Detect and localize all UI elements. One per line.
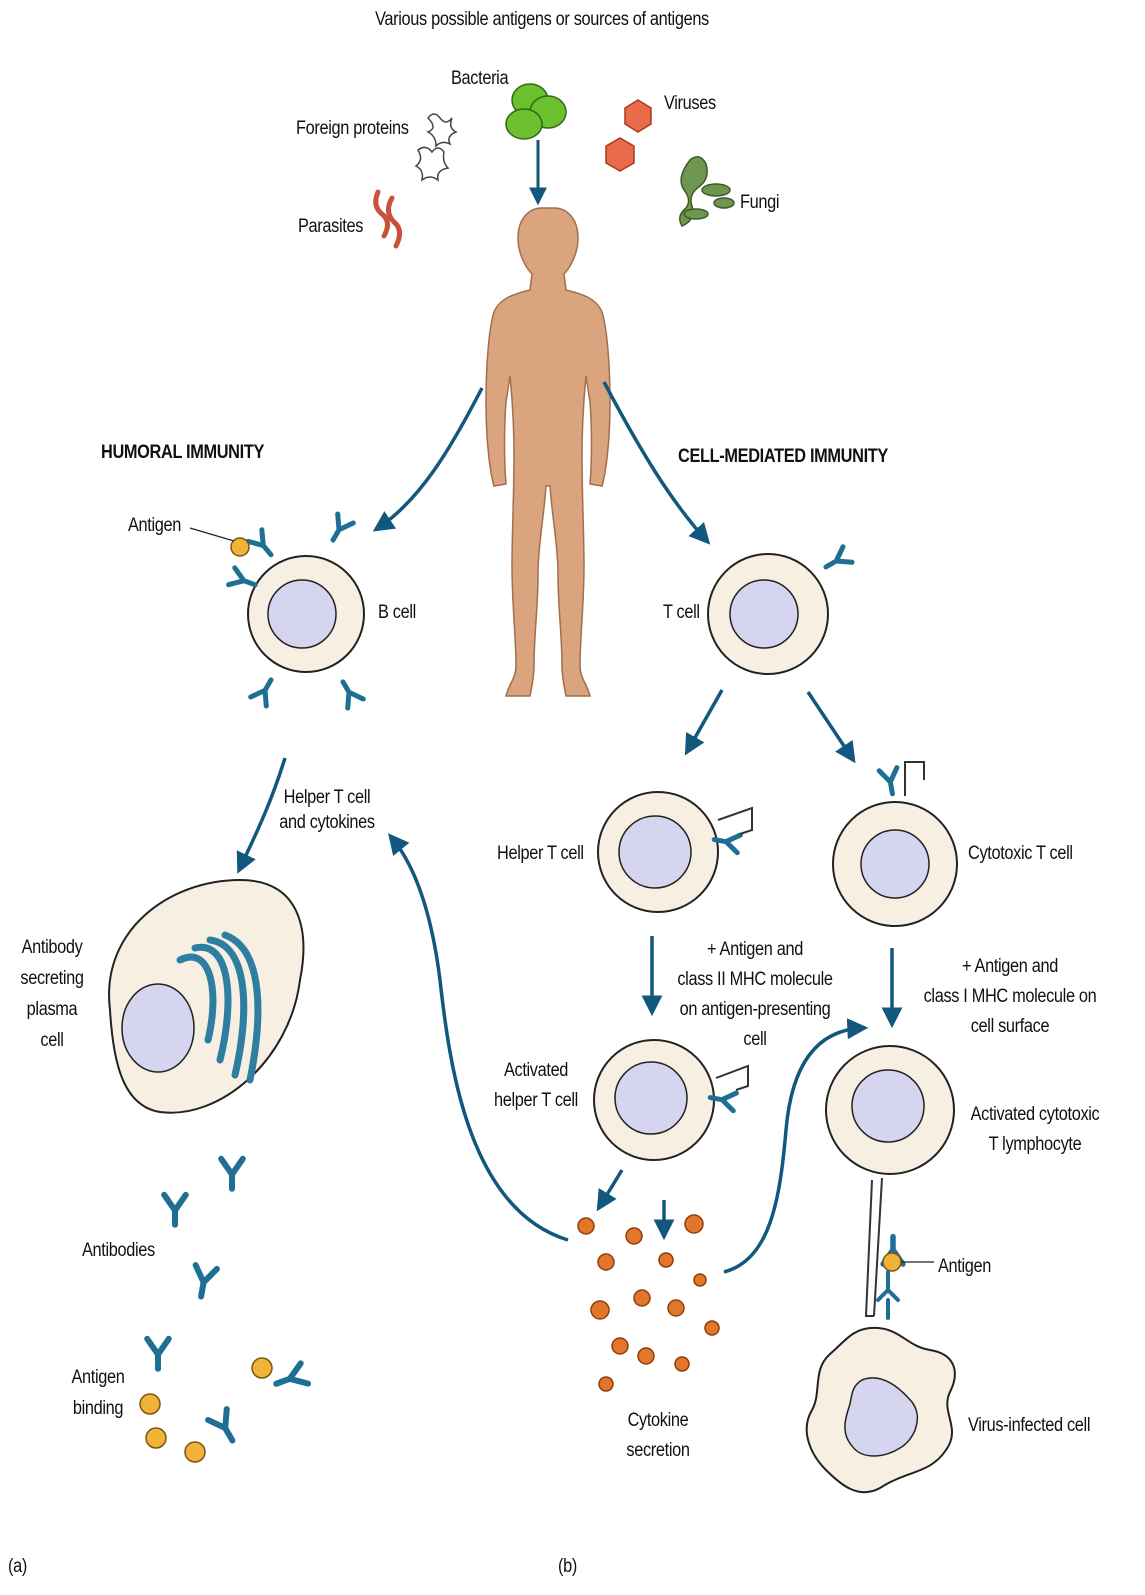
helper-t-cell — [598, 792, 752, 912]
mhc-class-ii-label: + Antigen and class II MHC molecule on a… — [669, 935, 841, 1055]
viruses-label: Viruses — [664, 91, 716, 116]
mhc-class-i-label: + Antigen and class I MHC molecule on ce… — [915, 952, 1104, 1042]
fungi-label: Fungi — [740, 190, 779, 215]
diagram-header: Various possible antigens or sources of … — [327, 7, 757, 32]
activated-cytotoxic-label: Activated cytotoxic T lymphocyte — [962, 1100, 1108, 1160]
activated-helper-t-cell — [594, 1040, 748, 1160]
plasma-cell — [109, 880, 303, 1113]
b-cell — [248, 556, 364, 672]
arrow-activated-to-cytokines-left — [600, 1170, 622, 1206]
helper-t-cell-label: Helper T cell — [497, 841, 584, 866]
parasites-label: Parasites — [298, 214, 363, 239]
antigen-label-humoral: Antigen — [128, 513, 181, 538]
antibodies-label: Antibodies — [82, 1238, 155, 1263]
free-antibodies — [147, 1159, 243, 1369]
antigen-pointer-line — [190, 528, 234, 541]
foreign-proteins-icon — [416, 114, 456, 180]
parasites-icon — [376, 192, 400, 246]
panel-b-label: (b) — [558, 1554, 577, 1579]
antigen-label-cell-mediated: Antigen — [938, 1254, 991, 1279]
activated-cytotoxic-t-lymphocyte — [826, 1046, 954, 1174]
mhc-antigen-complex — [866, 1178, 934, 1318]
arrow-t-to-cytotoxic — [808, 692, 852, 758]
virus-infected-cell-label: Virus-infected cell — [968, 1413, 1090, 1438]
viruses-icon — [606, 100, 651, 171]
t-cell-label: T cell — [663, 600, 700, 625]
bacteria-icon — [506, 84, 566, 139]
bacteria-label: Bacteria — [451, 66, 508, 91]
arrow-cytokines-to-b-cell — [392, 838, 568, 1240]
fungi-icon — [680, 157, 734, 226]
panel-a-label: (a) — [8, 1554, 27, 1579]
cytotoxic-t-cell-label: Cytotoxic T cell — [968, 841, 1073, 866]
cytokine-secretion-label: Cytokine secretion — [606, 1406, 709, 1466]
t-cell — [708, 547, 852, 674]
cytokine-particles — [578, 1215, 719, 1391]
cytotoxic-t-cell — [833, 762, 957, 926]
antigen-antibody-complexes — [140, 1358, 308, 1462]
arrow-body-to-b-cell — [378, 388, 482, 528]
activated-helper-t-label: Activated helper T cell — [484, 1056, 587, 1116]
plasma-cell-label: Antibody secreting plasma cell — [9, 932, 95, 1056]
foreign-proteins-label: Foreign proteins — [296, 116, 409, 141]
cell-mediated-immunity-title: CELL-MEDIATED IMMUNITY — [678, 444, 888, 469]
b-cell-label: B cell — [378, 600, 416, 625]
human-body-figure — [486, 208, 610, 696]
antigen-binding-label: Antigen binding — [55, 1362, 141, 1424]
humoral-immunity-title: HUMORAL IMMUNITY — [101, 440, 264, 465]
virus-infected-cell — [807, 1328, 955, 1492]
arrow-t-to-helper — [688, 690, 722, 750]
helper-cytokines-label: Helper T cell and cytokines — [271, 785, 383, 835]
